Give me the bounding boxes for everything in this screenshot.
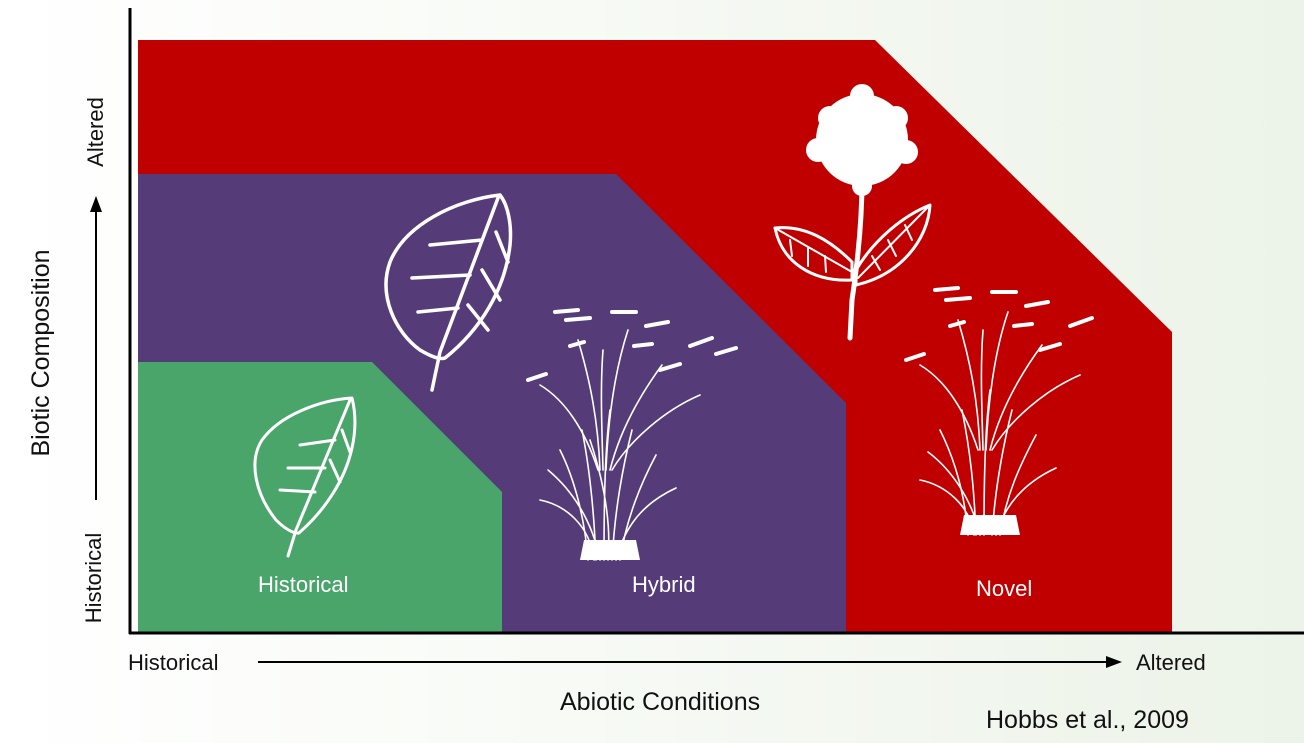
y-direction-arrow [90, 196, 102, 500]
x-axis-start-label: Historical [128, 650, 218, 676]
x-direction-arrow [258, 656, 1122, 668]
x-axis-title: Abiotic Conditions [560, 688, 760, 717]
y-axis-start-label: Historical [80, 520, 108, 636]
y-axis-end-label: Altered [82, 82, 110, 182]
novel-zone-label: Novel [976, 576, 1032, 602]
y-axis-title: Biotic Composition [24, 248, 58, 458]
historical-zone-label: Historical [258, 572, 348, 598]
citation: Hobbs et al., 2009 [986, 706, 1189, 735]
hybrid-zone-label: Hybrid [632, 572, 696, 598]
x-axis-end-label: Altered [1136, 650, 1206, 676]
